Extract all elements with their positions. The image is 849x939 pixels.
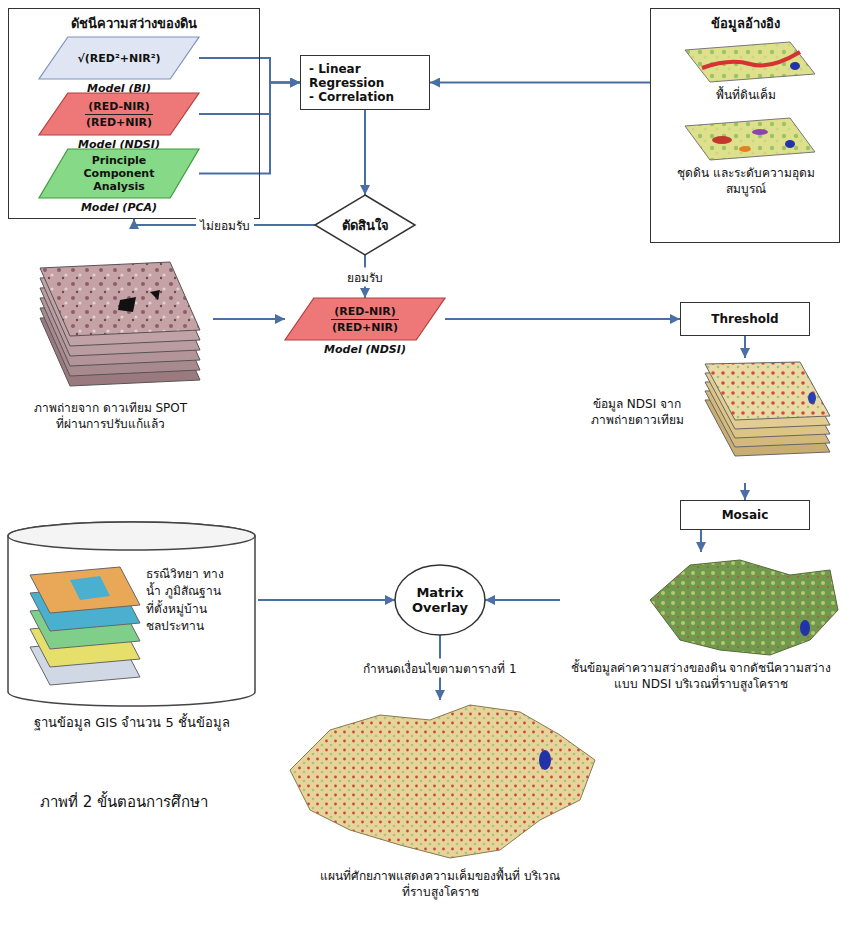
formula-text: (RED+NIR) [86, 115, 152, 129]
model-label: Model (NDSI) [285, 343, 445, 356]
connector [213, 318, 285, 320]
edge-label: ไม่ยอมรับ [196, 216, 254, 235]
image-caption: ชั้นข้อมูลค่าความสว่างของดิน จากดัชนีควา… [570, 660, 832, 692]
image-caption: ชุดดิน และระดับความอุดมสมบูรณ์ [661, 165, 831, 197]
final-map [290, 705, 595, 858]
shape-text: ตัดสินใจ [342, 215, 389, 236]
formula-text: Principle Component Analysis [63, 154, 175, 193]
image-caption: พื้นที่ดินเค็ม [661, 87, 831, 103]
image-caption: แผนที่ศักยภาพแสดงความเค็มของพื้นที่ บริเ… [310, 868, 570, 900]
layer-list: ธรณีวิทยา ทางน้ำ ภูมิสัณฐาน ที่ตั้งหมู่บ… [146, 566, 226, 636]
mosaic-map [650, 560, 838, 655]
box-text: - Correlation [309, 90, 394, 104]
circle-outline [395, 565, 485, 635]
box-text: Threshold [711, 312, 778, 326]
figure-caption: ภาพที่ 2 ขั้นตอนการศึกษา [40, 790, 208, 814]
connector [445, 318, 680, 320]
formula-text: (RED-NIR) [331, 305, 399, 320]
connector [199, 83, 300, 174]
connector [364, 110, 366, 195]
shape-text: Matrix Overlay [409, 585, 471, 615]
parallelogram-shape: (RED-NIR)(RED+NIR) [39, 93, 199, 135]
model-node: Principle Component AnalysisModel (PCA) [39, 149, 199, 214]
parallelogram-outline [39, 93, 199, 135]
model-node: √(RED²+NIR²)Model (BI) [39, 37, 199, 95]
connector [430, 82, 650, 84]
box-text: Mosaic [722, 508, 769, 522]
model-label: Model (PCA) [39, 201, 199, 214]
image-caption: ภาพถ่ายจาก ดาวเทียม SPOT ที่ผ่านการปรับแ… [28, 400, 193, 432]
process-circle: Matrix Overlay [395, 565, 485, 635]
edge-label: ยอมรับ [343, 267, 387, 286]
connector [744, 336, 746, 358]
database-node: ธรณีวิทยา ทางน้ำ ภูมิสัณฐาน ที่ตั้งหมู่บ… [6, 520, 258, 768]
group-heading: ดัชนีความสว่างของดิน [9, 9, 259, 38]
connector [199, 83, 300, 115]
connector [700, 530, 702, 552]
gis-database-cylinder [8, 522, 255, 706]
parallelogram-shape: √(RED²+NIR²) [39, 37, 199, 79]
parallelogram-shape: (RED-NIR)(RED+NIR) [285, 298, 445, 340]
image-node: พื้นที่ดินเค็ม [661, 37, 831, 109]
group-box: ดัชนีความสว่างของดิน√(RED²+NIR²)Model (B… [8, 8, 260, 219]
connector [199, 58, 300, 83]
decision-diamond: ตัดสินใจ [315, 195, 415, 255]
image-node: แผนที่ศักยภาพแสดงความเค็มของพื้นที่ บริเ… [270, 700, 610, 932]
model-node: (RED-NIR)(RED+NIR)Model (NDSI) [39, 93, 199, 151]
diamond-outline [315, 195, 415, 255]
connector [485, 599, 560, 601]
process-box: Mosaic [680, 500, 810, 530]
image-node: ภาพถ่ายจาก ดาวเทียม SPOT ที่ผ่านการปรับแ… [8, 262, 213, 472]
satellite-image-stack [40, 262, 200, 386]
model-node: (RED-NIR)(RED+NIR) Model (NDSI) [285, 298, 445, 356]
formula-text: (RED+NIR) [332, 320, 398, 334]
image-node: ชุดดิน และระดับความอุดมสมบูรณ์ [661, 113, 831, 235]
connector [744, 483, 746, 500]
parallelogram-outline [285, 298, 445, 340]
database-caption: ฐานข้อมูล GIS จำนวน 5 ชั้นข้อมูล [6, 714, 258, 732]
parallelogram-outline [39, 149, 199, 198]
process-box: Threshold [680, 302, 810, 336]
parallelogram-outline [39, 37, 199, 79]
connector [258, 599, 395, 601]
image-node: ชั้นข้อมูลค่าความสว่างของดิน จากดัชนีควา… [560, 552, 842, 720]
box-text: - Linear Regression [309, 62, 421, 90]
group-box: ข้อมูลอ้างอิงพื้นที่ดินเค็มชุดดิน และระด… [650, 8, 840, 243]
image-caption: ข้อมูล NDSI จากภาพถ่ายดาวเทียม [579, 396, 695, 428]
image-node: ข้อมูล NDSI จากภาพถ่ายดาวเทียม [575, 358, 835, 483]
ndsi-image-stack [705, 362, 830, 456]
group-heading: ข้อมูลอ้างอิง [651, 9, 839, 38]
edge-label: กำหนดเงื่อนไขตามตารางที่ 1 [359, 658, 520, 677]
parallelogram-shape: Principle Component Analysis [39, 149, 199, 198]
formula-text: (RED-NIR) [85, 100, 153, 115]
process-box: - Linear Regression- Correlation [300, 55, 430, 110]
formula-text: √(RED²+NIR²) [77, 52, 160, 65]
